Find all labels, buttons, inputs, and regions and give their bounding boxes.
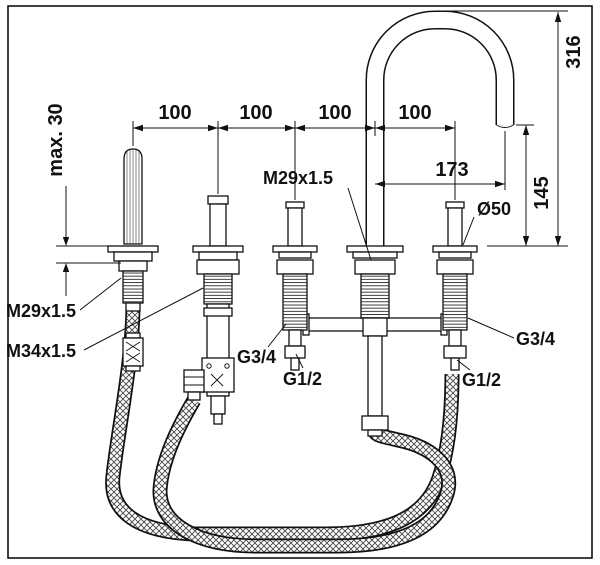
spout-base (346, 245, 404, 417)
leader-left-inlet (267, 323, 287, 348)
leader-right-inlet (467, 317, 515, 339)
bath-spout (365, 10, 515, 248)
diverter-valve (183, 195, 244, 425)
dim-spacing-label-3: 100 (318, 102, 351, 124)
dimension-lines (56, 10, 568, 371)
dimension-labels: 100 100 100 100 max. 30 316 145 173 Ø50 … (6, 35, 585, 390)
left-valve-thread (282, 273, 308, 331)
dim-spacing-label-1: 100 (158, 102, 191, 124)
left-valve-outlet-stub (290, 357, 300, 371)
conn-left-inlet-label: G3/4 (237, 347, 276, 367)
diverter-elbow (183, 369, 205, 393)
conn-right-inlet-label: G3/4 (516, 329, 555, 349)
dim-height-label: 316 (563, 35, 585, 68)
right-valve (432, 201, 478, 347)
dim-spacing-label-4: 100 (398, 102, 431, 124)
supply-hose (152, 396, 457, 554)
left-valve (272, 201, 318, 371)
diverter-shank-thread (203, 273, 233, 305)
conn-right-outlet-label: G1/2 (462, 370, 501, 390)
thread-spout-label: M29x1.5 (263, 168, 333, 188)
hand-shower-shank-thread (122, 270, 144, 304)
hand-shower-handle (123, 148, 143, 245)
leader-left-outlet (295, 353, 304, 369)
hose-fittings (122, 302, 467, 437)
dim-diameter-label: Ø50 (477, 199, 511, 219)
leader-spout-thread (347, 187, 372, 261)
spout-tube-fill (367, 11, 513, 248)
conn-left-outlet-label: G1/2 (283, 369, 322, 389)
dim-outlet-height-label: 145 (531, 176, 553, 209)
thread-handshower-label: M29x1.5 (6, 301, 76, 321)
dim-max-deck-label: max. 30 (45, 103, 67, 176)
spout-outlet-end (496, 124, 514, 128)
leader-diameter (462, 216, 475, 246)
leader-valve-thread (83, 287, 204, 351)
dim-projection-label: 173 (435, 159, 468, 181)
right-valve-thread (442, 273, 468, 331)
leader-handshower-thread (79, 277, 122, 311)
dim-spacing-label-2: 100 (239, 102, 272, 124)
thread-valve-label: M34x1.5 (6, 341, 76, 361)
hand-shower (107, 148, 159, 304)
right-valve-outlet-stub (450, 357, 460, 371)
leader-right-outlet (456, 359, 471, 371)
